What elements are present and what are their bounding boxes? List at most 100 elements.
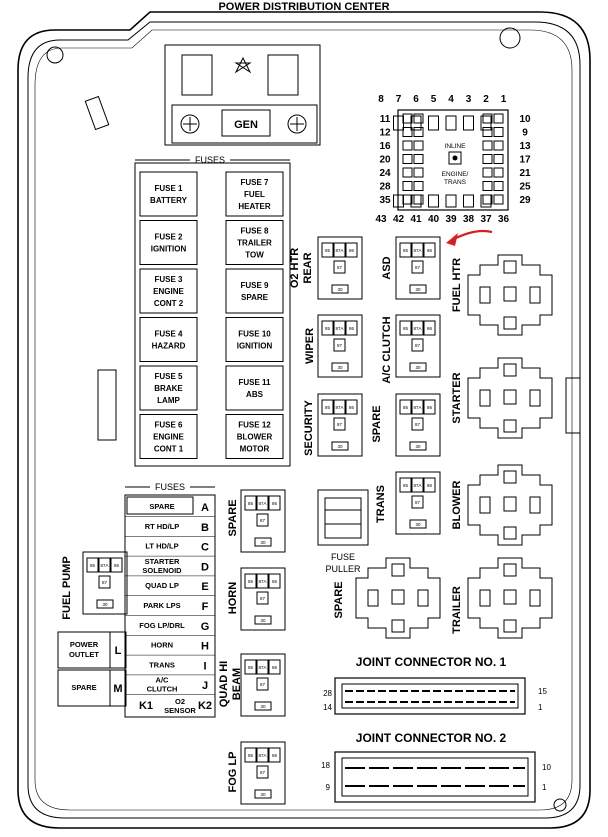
mini-fuse-right-2-label: TRAILER: [237, 239, 272, 248]
label-spare-3: SPARE: [227, 499, 239, 536]
connector-cavity-left2: [413, 127, 424, 137]
big-relay-blower: [467, 464, 553, 546]
relay-ac-clutch-pin-top: [399, 320, 412, 336]
fuse-row-j-label: CLUTCH: [147, 685, 178, 694]
relay-horn-pin-top: [268, 573, 281, 589]
label-spare-2: SPARE: [333, 581, 345, 618]
inline-connector-body: [397, 109, 509, 211]
left-box-label: POWER: [70, 640, 99, 649]
relay-trans-pin-30-label: 30: [415, 522, 421, 527]
big-relay-spare-2-pin-87a: [391, 589, 405, 605]
connector-pin-bottom: 43: [375, 214, 387, 225]
connector-cavity-bottom: [445, 194, 457, 208]
connector-pin-top: 3: [466, 94, 472, 105]
relay-fog-lp-pin-top: [256, 747, 269, 763]
fuse-row-i-letter: I: [203, 660, 206, 672]
fuse-puller-label-1: FUSE: [331, 552, 355, 562]
left-box-label: SPARE: [71, 683, 96, 692]
label-fuel-htr: FUEL HTR: [451, 258, 463, 312]
relay-horn-pin-30: [254, 615, 272, 625]
connector-pin-bottom: 38: [463, 214, 475, 225]
relay-fog-lp-pin-top-label: 86: [272, 753, 278, 758]
mount-boss-bottom: [553, 798, 567, 812]
relay-spare-1-pin-30-label: 30: [415, 444, 421, 449]
connector-cavity-left2: [413, 181, 424, 191]
relay-spare-3-pin-top: [268, 495, 281, 511]
relay-security-pin-87: [333, 417, 346, 431]
fuse-row-e-label: QUAD LP: [145, 581, 179, 590]
relay-o2-htr-rear-pin-top: [333, 242, 346, 258]
relay-o2-htr-rear: [317, 236, 363, 300]
connector-pin-left: 35: [379, 195, 391, 206]
connector-pin-top: 2: [483, 94, 489, 105]
connector-cavity-left2: [413, 140, 424, 151]
relay-horn-pin-top-label: 86: [272, 579, 278, 584]
relay-wiper-pin-30: [331, 362, 349, 372]
relay-asd: [395, 236, 441, 300]
relay-quad-hi-beam-pin-30-label: 30: [260, 704, 266, 709]
big-relay-starter-pin-87a: [503, 389, 517, 405]
relay-ac-clutch-pin-top-label: 87A: [413, 326, 421, 331]
fuse-row-j-letter: J: [202, 680, 208, 692]
relay-o2-htr-rear-pin-top-label: 85: [325, 248, 331, 253]
mini-fuse-left-3-label: FUSE 3: [154, 275, 183, 284]
fuse-row-a-letter: A: [201, 502, 209, 514]
joint-connector-2-title: JOINT CONNECTOR NO. 2: [356, 731, 507, 745]
big-relay-fuel-htr: [467, 254, 553, 336]
mini-fuse-right-5: [225, 365, 284, 411]
relay-horn-pin-87: [256, 591, 269, 605]
relay-fog-lp: [240, 741, 286, 805]
relay-quad-hi-beam-pin-top-label: 87A: [258, 665, 266, 670]
fuse-row-h-label: HORN: [151, 641, 173, 650]
connector-cavity-right2: [493, 167, 504, 178]
relay-asd-pin-top-label: 87A: [413, 248, 421, 253]
relay-ac-clutch-pin-30-label: 30: [415, 365, 421, 370]
connector-cavity-left: [402, 127, 413, 137]
connector-cavity-right2: [493, 154, 504, 164]
connector-pin-bottom: 36: [498, 214, 510, 225]
connector-pin-top: 8: [378, 94, 384, 105]
connector-cavity-left: [402, 113, 413, 124]
mini-fuse-left-4-label: HAZARD: [152, 342, 186, 351]
side-tab-left-top: [84, 95, 110, 131]
label-beam: BEAM: [231, 668, 243, 700]
fuse-row-g-label: FOG LP/DRL: [139, 621, 185, 630]
fuse-row-e-letter: E: [201, 581, 208, 593]
relay-quad-hi-beam-pin-30: [254, 701, 272, 711]
big-relay-blower-pin-85: [529, 496, 541, 514]
relay-fuel-pump-pin-87: [98, 575, 111, 589]
mini-fuse-right-3-label: SPARE: [241, 293, 269, 302]
relay-spare-3-pin-87: [256, 513, 269, 527]
relay-quad-hi-beam-pin-top: [244, 659, 257, 675]
relay-ac-clutch-pin-top-label: 86: [427, 326, 433, 331]
relay-fog-lp-pin-top-label: 87A: [258, 753, 266, 758]
connector-pin-left: 24: [379, 168, 391, 179]
connector-cavity-right: [482, 181, 493, 191]
label-rear: REAR: [302, 252, 314, 283]
fuses-header-bg: [190, 153, 230, 165]
big-relay-fuel-htr-pin-87: [503, 316, 517, 330]
relay-quad-hi-beam-pin-top-label: 85: [248, 665, 254, 670]
connector-pin-right: 21: [519, 168, 531, 179]
mini-fuse-right-6: [225, 414, 284, 459]
mini-fuse-right-2-label: TOW: [245, 251, 264, 260]
engine-label: ENGINE/: [442, 171, 469, 178]
relay-wiper-pin-87: [333, 338, 346, 352]
connector-cavity-bottom: [428, 194, 439, 208]
relay-asd-pin-top-label: 86: [427, 248, 433, 253]
relay-quad-hi-beam-pin-top: [268, 659, 281, 675]
big-relay-spare-2: [355, 557, 441, 639]
connector-pin-bottom: 41: [410, 214, 422, 225]
fuses-header2-bg: [150, 480, 190, 492]
mini-fuse-right-1: [225, 171, 284, 217]
inline-socket-pin: [452, 155, 458, 161]
relay-o2-htr-rear-pin-87-label: 87: [337, 265, 343, 270]
big-relay-starter-pin-86: [479, 389, 491, 407]
mini-fuse-left-6-label: FUSE 6: [154, 421, 183, 430]
connector-pin-top: 7: [396, 94, 402, 105]
label-blower: BLOWER: [451, 481, 463, 530]
mini-fuse-right-4-label: IGNITION: [237, 342, 273, 351]
big-relay-starter-pin-30: [503, 363, 517, 377]
relay-spare-1-pin-top-label: 85: [403, 405, 409, 410]
